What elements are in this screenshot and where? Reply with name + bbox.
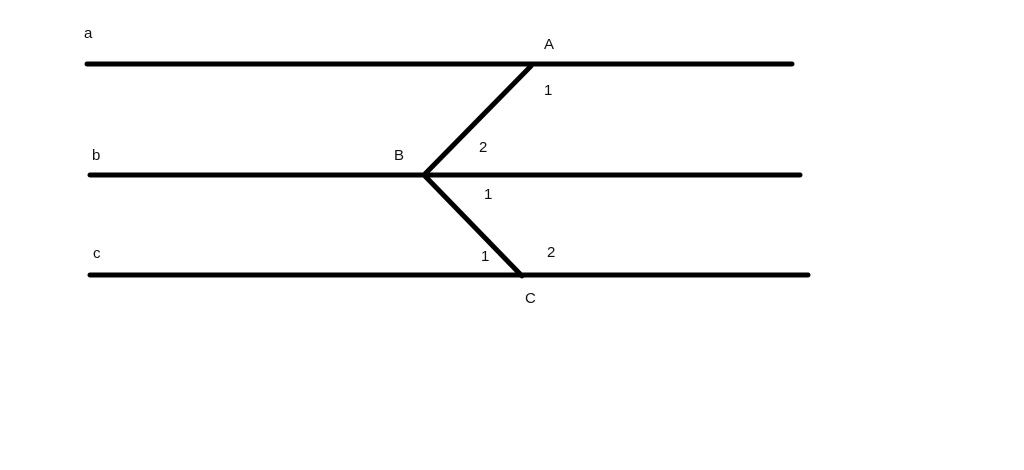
line-c-label: c <box>93 245 101 262</box>
line-a-label: a <box>84 25 93 42</box>
point-a-label: A <box>544 36 555 53</box>
angle-c-left-label: 1 <box>481 248 490 265</box>
angle-b-lower-label: 1 <box>484 186 493 203</box>
line-b-label: b <box>92 147 101 164</box>
point-b-label: B <box>394 147 405 164</box>
angle-b-upper-label: 2 <box>479 139 488 156</box>
transversal-abc <box>421 63 534 279</box>
angle-c-right-label: 2 <box>547 244 556 261</box>
angle-a-label: 1 <box>544 82 553 99</box>
point-c-label: C <box>525 290 536 307</box>
